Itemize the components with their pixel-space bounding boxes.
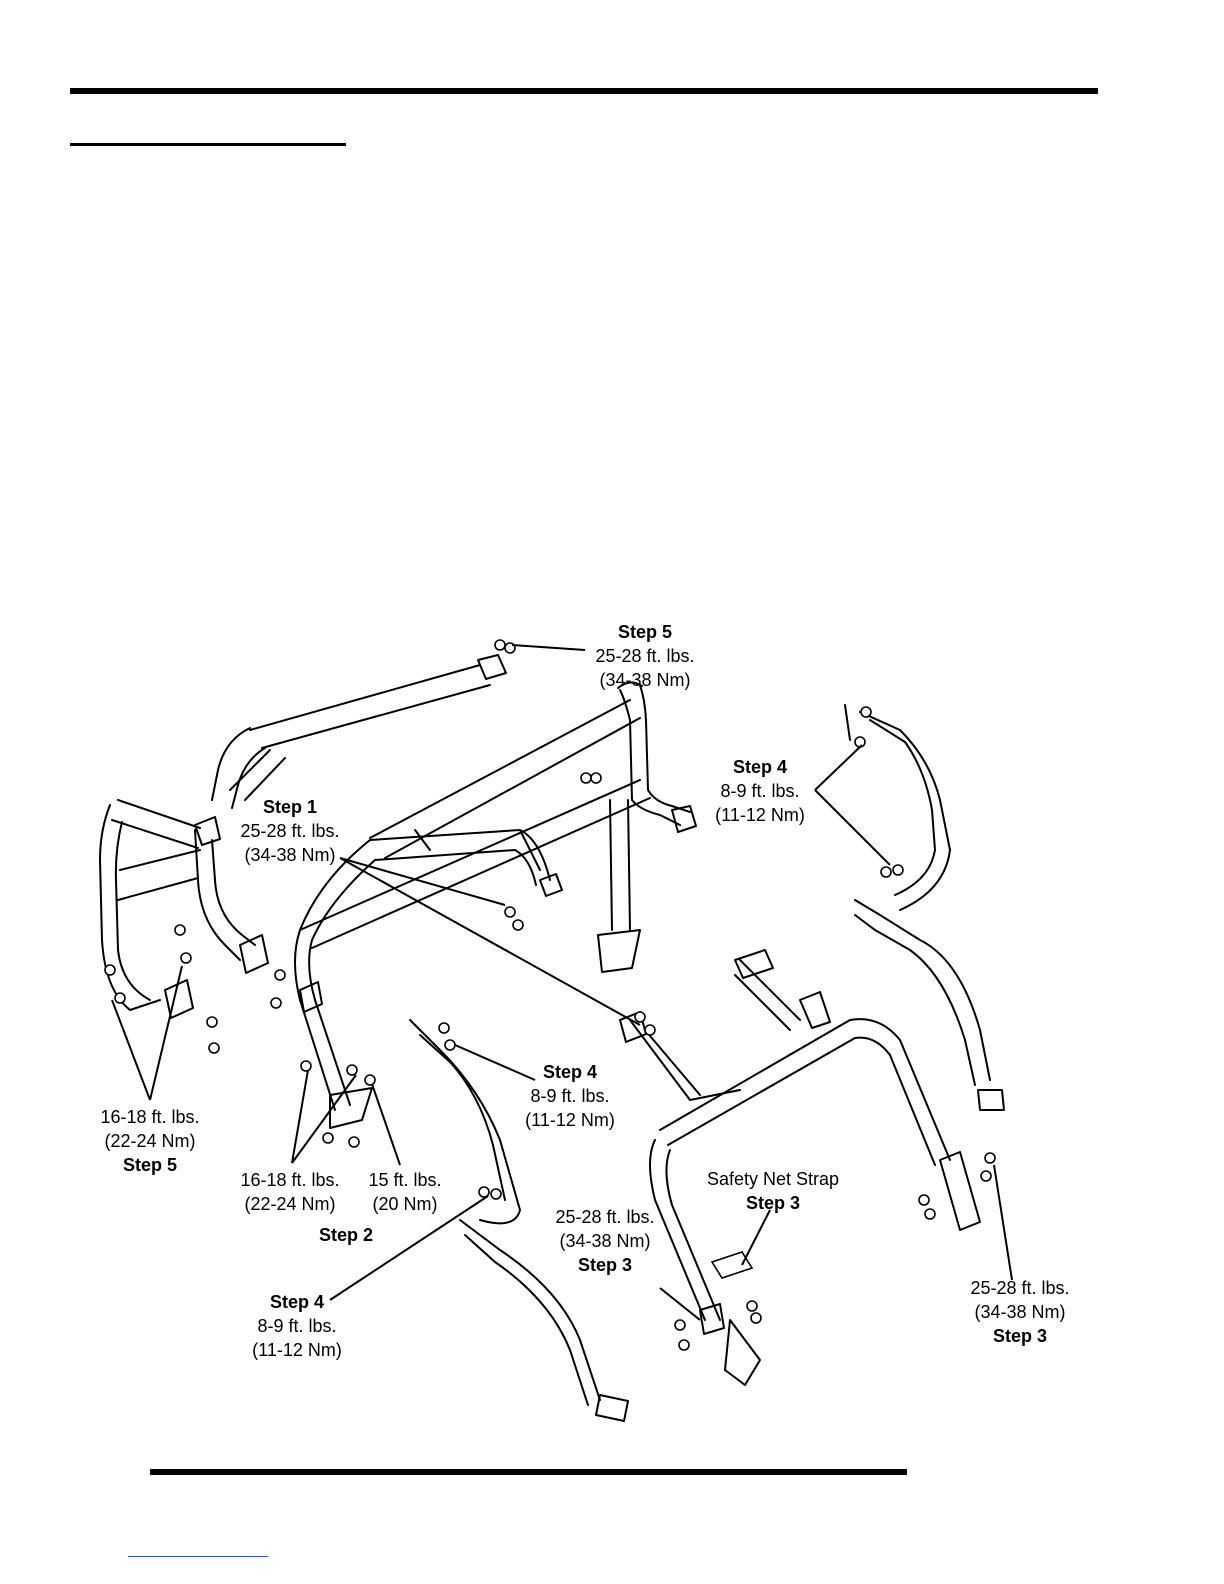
callout-step-label: Step 4 <box>542 1062 598 1082</box>
callout-step3-center: 25-28 ft. lbs. (34-38 Nm) Step 3 <box>545 1205 665 1277</box>
callout-step-label: Step 4 <box>732 757 788 777</box>
callout-torque-ft: 8-9 ft. lbs. <box>720 781 800 801</box>
callout-step-label: Step 4 <box>269 1292 325 1312</box>
callout-torque-ft: 25-28 ft. lbs. <box>555 1207 655 1227</box>
callout-step5-top: Step 5 25-28 ft. lbs. (34-38 Nm) <box>585 620 705 692</box>
header-rule-thin <box>70 143 346 146</box>
callout-torque-nm: (34-38 Nm) <box>244 845 336 865</box>
callout-torque-ft: 25-28 ft. lbs. <box>240 821 340 841</box>
callout-step-label: Step 3 <box>992 1326 1048 1346</box>
callout-step2-nut: 15 ft. lbs. (20 Nm) <box>355 1168 455 1216</box>
callout-torque-nm: (22-24 Nm) <box>244 1194 336 1214</box>
callout-step-label: Step 5 <box>617 622 673 642</box>
rear-cage-frame <box>99 654 507 1019</box>
callout-step3-right: 25-28 ft. lbs. (34-38 Nm) Step 3 <box>955 1276 1085 1348</box>
callout-torque-ft: 25-28 ft. lbs. <box>970 1278 1070 1298</box>
callout-step-label: Step 3 <box>577 1255 633 1275</box>
side-grab-bar-middle <box>409 1019 629 1422</box>
callout-torque-nm: (34-38 Nm) <box>599 670 691 690</box>
footer-link-underline <box>128 1556 268 1557</box>
callout-step2-bolts: 16-18 ft. lbs. (22-24 Nm) <box>225 1168 355 1216</box>
callout-torque-nm: (11-12 Nm) <box>252 1340 342 1360</box>
callout-torque-nm: (20 Nm) <box>372 1194 438 1214</box>
callout-torque-nm: (34-38 Nm) <box>559 1231 651 1251</box>
callout-torque-nm: (22-24 Nm) <box>104 1131 196 1151</box>
callout-torque-nm: (34-38 Nm) <box>974 1302 1066 1322</box>
callout-step4-middle: Step 4 8-9 ft. lbs. (11-12 Nm) <box>510 1060 630 1132</box>
callout-safety-net-strap: Safety Net Strap Step 3 <box>693 1167 853 1215</box>
header-rule-thick <box>70 88 1098 94</box>
callout-torque-ft: 16-18 ft. lbs. <box>100 1107 200 1127</box>
callout-torque-nm: (11-12 Nm) <box>715 805 805 825</box>
callout-torque-ft: 15 ft. lbs. <box>368 1170 442 1190</box>
callout-step-label: Step 1 <box>262 797 318 817</box>
callout-step-label: Step 5 <box>122 1155 178 1175</box>
callout-step2-label: Step 2 <box>296 1223 396 1247</box>
callout-step-label: Step 2 <box>318 1225 374 1245</box>
callout-part-name: Safety Net Strap <box>706 1169 840 1189</box>
callout-torque-ft: 8-9 ft. lbs. <box>257 1316 337 1336</box>
callout-step-label: Step 3 <box>745 1193 801 1213</box>
callout-torque-ft: 16-18 ft. lbs. <box>240 1170 340 1190</box>
callout-step4-lower-left: Step 4 8-9 ft. lbs. (11-12 Nm) <box>237 1290 357 1362</box>
callout-step4-upper-right: Step 4 8-9 ft. lbs. (11-12 Nm) <box>700 755 820 827</box>
callout-torque-ft: 25-28 ft. lbs. <box>595 646 695 666</box>
callout-torque-ft: 8-9 ft. lbs. <box>530 1086 610 1106</box>
front-cage-frame <box>294 681 697 1129</box>
side-grab-bar-upper-right <box>844 704 1005 1111</box>
callout-step1: Step 1 25-28 ft. lbs. (34-38 Nm) <box>230 795 350 867</box>
callout-step5-left: 16-18 ft. lbs. (22-24 Nm) Step 5 <box>85 1105 215 1177</box>
callout-torque-nm: (11-12 Nm) <box>525 1110 615 1130</box>
footer-rule-thick <box>150 1469 907 1475</box>
